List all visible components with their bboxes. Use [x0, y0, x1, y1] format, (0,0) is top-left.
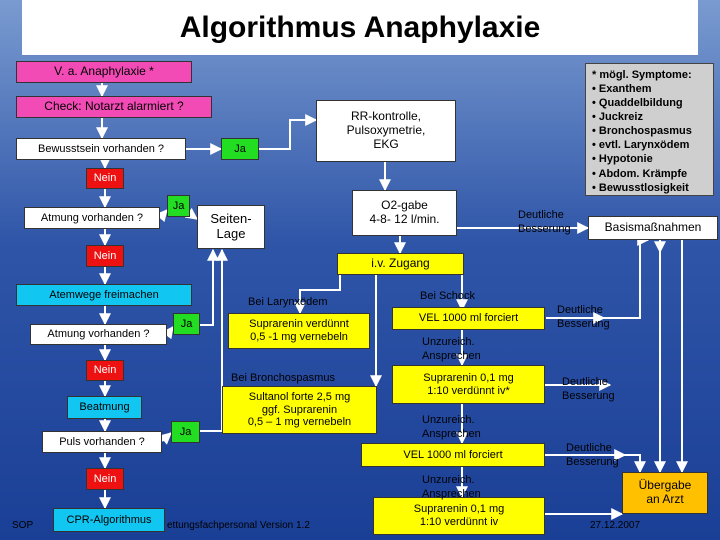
- node-rr-kontrolle: RR-kontrolle, Pulsoxymetrie, EKG: [316, 100, 456, 162]
- edge-ja3-up: [200, 248, 219, 326]
- node-suprarenin-iv-2: Suprarenin 0,1 mg 1:10 verdünnt iv: [373, 497, 545, 535]
- symptom-item: Hypotonie: [592, 152, 707, 166]
- label-deutliche-besserung-2: Deutliche Besserung: [557, 304, 610, 331]
- node-atmung-2: Atmung vorhanden ?: [30, 324, 167, 345]
- symptoms-heading: * mögl. Symptome:: [592, 69, 692, 81]
- node-iv-zugang: i.v. Zugang: [337, 253, 464, 275]
- node-beatmung: Beatmung: [67, 396, 142, 419]
- node-basismassnahmen: Basismaßnahmen: [588, 216, 718, 240]
- label-deutliche-besserung-1: Deutliche Besserung: [518, 209, 571, 236]
- node-seitenlage: Seiten- Lage: [197, 205, 265, 249]
- label-unzureichend-1: Unzureich. Ansprechen: [422, 336, 481, 363]
- symptoms-box: * mögl. Symptome: Exanthem Quaddelbildun…: [585, 63, 714, 196]
- node-vel-2: VEL 1000 ml forciert: [361, 443, 545, 467]
- edge-ja1-rr: [259, 114, 318, 150]
- title-bar: Algorithmus Anaphylaxie: [22, 0, 698, 56]
- label-deutliche-besserung-3: Deutliche Besserung: [562, 376, 615, 403]
- node-nein-2: Nein: [86, 245, 124, 267]
- node-ja-4: Ja: [171, 421, 200, 443]
- edge-right-col-3: [625, 454, 646, 474]
- symptom-item: Juckreiz: [592, 110, 707, 124]
- edge-zugang-larynx: [294, 275, 341, 315]
- footer-version: ettungsfachpersonal Version 1.2: [167, 520, 310, 531]
- node-suprarenin-iv-1: Suprarenin 0,1 mg 1:10 verdünnt iv*: [392, 365, 545, 404]
- edge-ja4-up: [200, 248, 228, 432]
- symptoms-list: Exanthem Quaddelbildung Juckreiz Broncho…: [592, 82, 707, 195]
- node-vel-1: VEL 1000 ml forciert: [392, 307, 545, 330]
- symptom-item: Quaddelbildung: [592, 96, 707, 110]
- page-title: Algorithmus Anaphylaxie: [179, 10, 541, 44]
- label-bei-schock: Bei Schock: [420, 290, 476, 302]
- symptom-item: Abdom. Krämpfe: [592, 167, 707, 181]
- label-unzureichend-2: Unzureich. Ansprechen: [422, 414, 481, 441]
- edge-atmung2-ja3: [161, 326, 174, 340]
- node-cpr: CPR-Algorithmus: [53, 508, 165, 532]
- edge-atmung1-ja2: [155, 209, 168, 223]
- node-bewusstsein: Bewusstsein vorhanden ?: [16, 138, 186, 160]
- node-ja-3: Ja: [173, 313, 200, 335]
- node-o2-gabe: O2-gabe 4-8- 12 l/min.: [352, 190, 457, 236]
- label-unzureichend-3: Unzureich. Ansprechen: [422, 474, 481, 501]
- node-atmung-1: Atmung vorhanden ?: [24, 207, 160, 229]
- label-bei-larynxoedem: Bei Larynxödem: [248, 296, 328, 308]
- footer-date: 27.12.2007: [590, 520, 641, 531]
- symptom-item: Bronchospasmus: [592, 124, 707, 138]
- symptom-item: evtl. Larynxödem: [592, 138, 707, 152]
- node-nein-1: Nein: [86, 168, 124, 189]
- edge-right-collector-a: [604, 234, 650, 319]
- label-bei-bronchospasmus: Bei Bronchospasmus: [231, 372, 335, 384]
- node-puls: Puls vorhanden ?: [42, 431, 162, 453]
- node-ja-2: Ja: [167, 195, 190, 217]
- node-uebergabe: Übergabe an Arzt: [622, 472, 708, 514]
- node-check-notarzt: Check: Notarzt alarmiert ?: [16, 96, 212, 118]
- label-deutliche-besserung-4: Deutliche Besserung: [566, 442, 619, 469]
- node-ja-1: Ja: [221, 138, 259, 160]
- symptom-item: Exanthem: [592, 82, 707, 96]
- node-suprarenin-vernebeln: Suprarenin verdünnt 0,5 -1 mg vernebeln: [228, 313, 370, 349]
- footer-left: SOP: [12, 520, 34, 531]
- node-nein-4: Nein: [86, 468, 124, 490]
- node-va-anaphylaxie: V. a. Anaphylaxie *: [16, 61, 192, 83]
- edge-ja2-seitenlage: [184, 207, 198, 220]
- symptom-item: Bewusstlosigkeit: [592, 181, 707, 195]
- node-sultanol: Sultanol forte 2,5 mg ggf. Suprarenin 0,…: [222, 386, 377, 434]
- edge-puls-ja4: [158, 432, 172, 445]
- node-atemwege: Atemwege freimachen: [16, 284, 192, 306]
- node-nein-3: Nein: [86, 360, 124, 381]
